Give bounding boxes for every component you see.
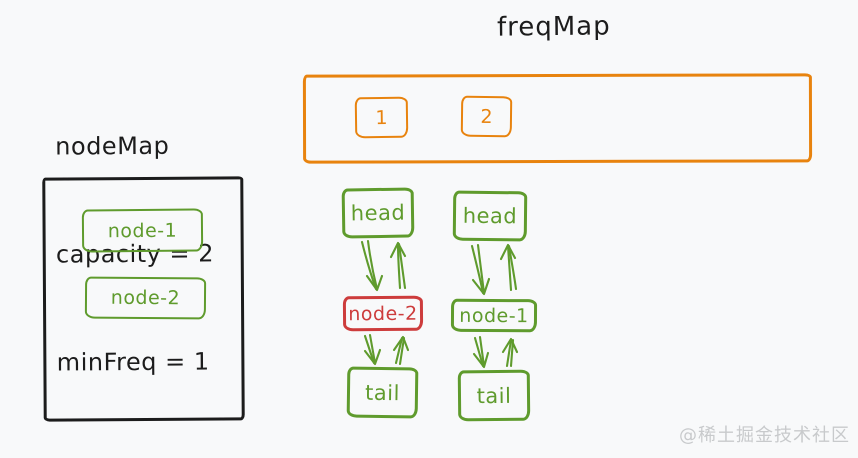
nodemap-label: nodeMap [55,131,170,161]
list1-tail-to-node-up-arrow-icon [392,335,410,366]
nodemap-entry-node-2: node-2 [84,276,207,320]
list2-head-box: head [452,190,528,242]
list1-head-to-node-down-arrow-icon [360,239,384,292]
list1-tail-box: tail [346,366,419,419]
list2-node-1-box: node-1 [450,298,538,333]
freq-key-2: 2 [460,95,513,138]
nodemap-entry-node-1: node-1 [81,208,204,253]
list2-tail-to-node-up-arrow-icon [501,337,519,368]
list2-node-to-head-up-arrow-icon [499,243,518,292]
list1-node-2-box: node-2 [342,295,424,332]
watermark: @稀土掘金技术社区 [679,425,850,446]
freq-key-1: 1 [354,96,409,139]
list1-node-to-tail-down-arrow-icon [363,333,382,366]
list2-head-to-node-down-arrow-icon [470,243,491,296]
list1-head-box: head [341,187,415,239]
list2-tail-box: tail [457,369,531,422]
list1-node-to-head-up-arrow-icon [389,241,407,290]
list2-node-to-tail-down-arrow-icon [472,335,490,369]
freqmap-title: freqMap [496,11,611,43]
